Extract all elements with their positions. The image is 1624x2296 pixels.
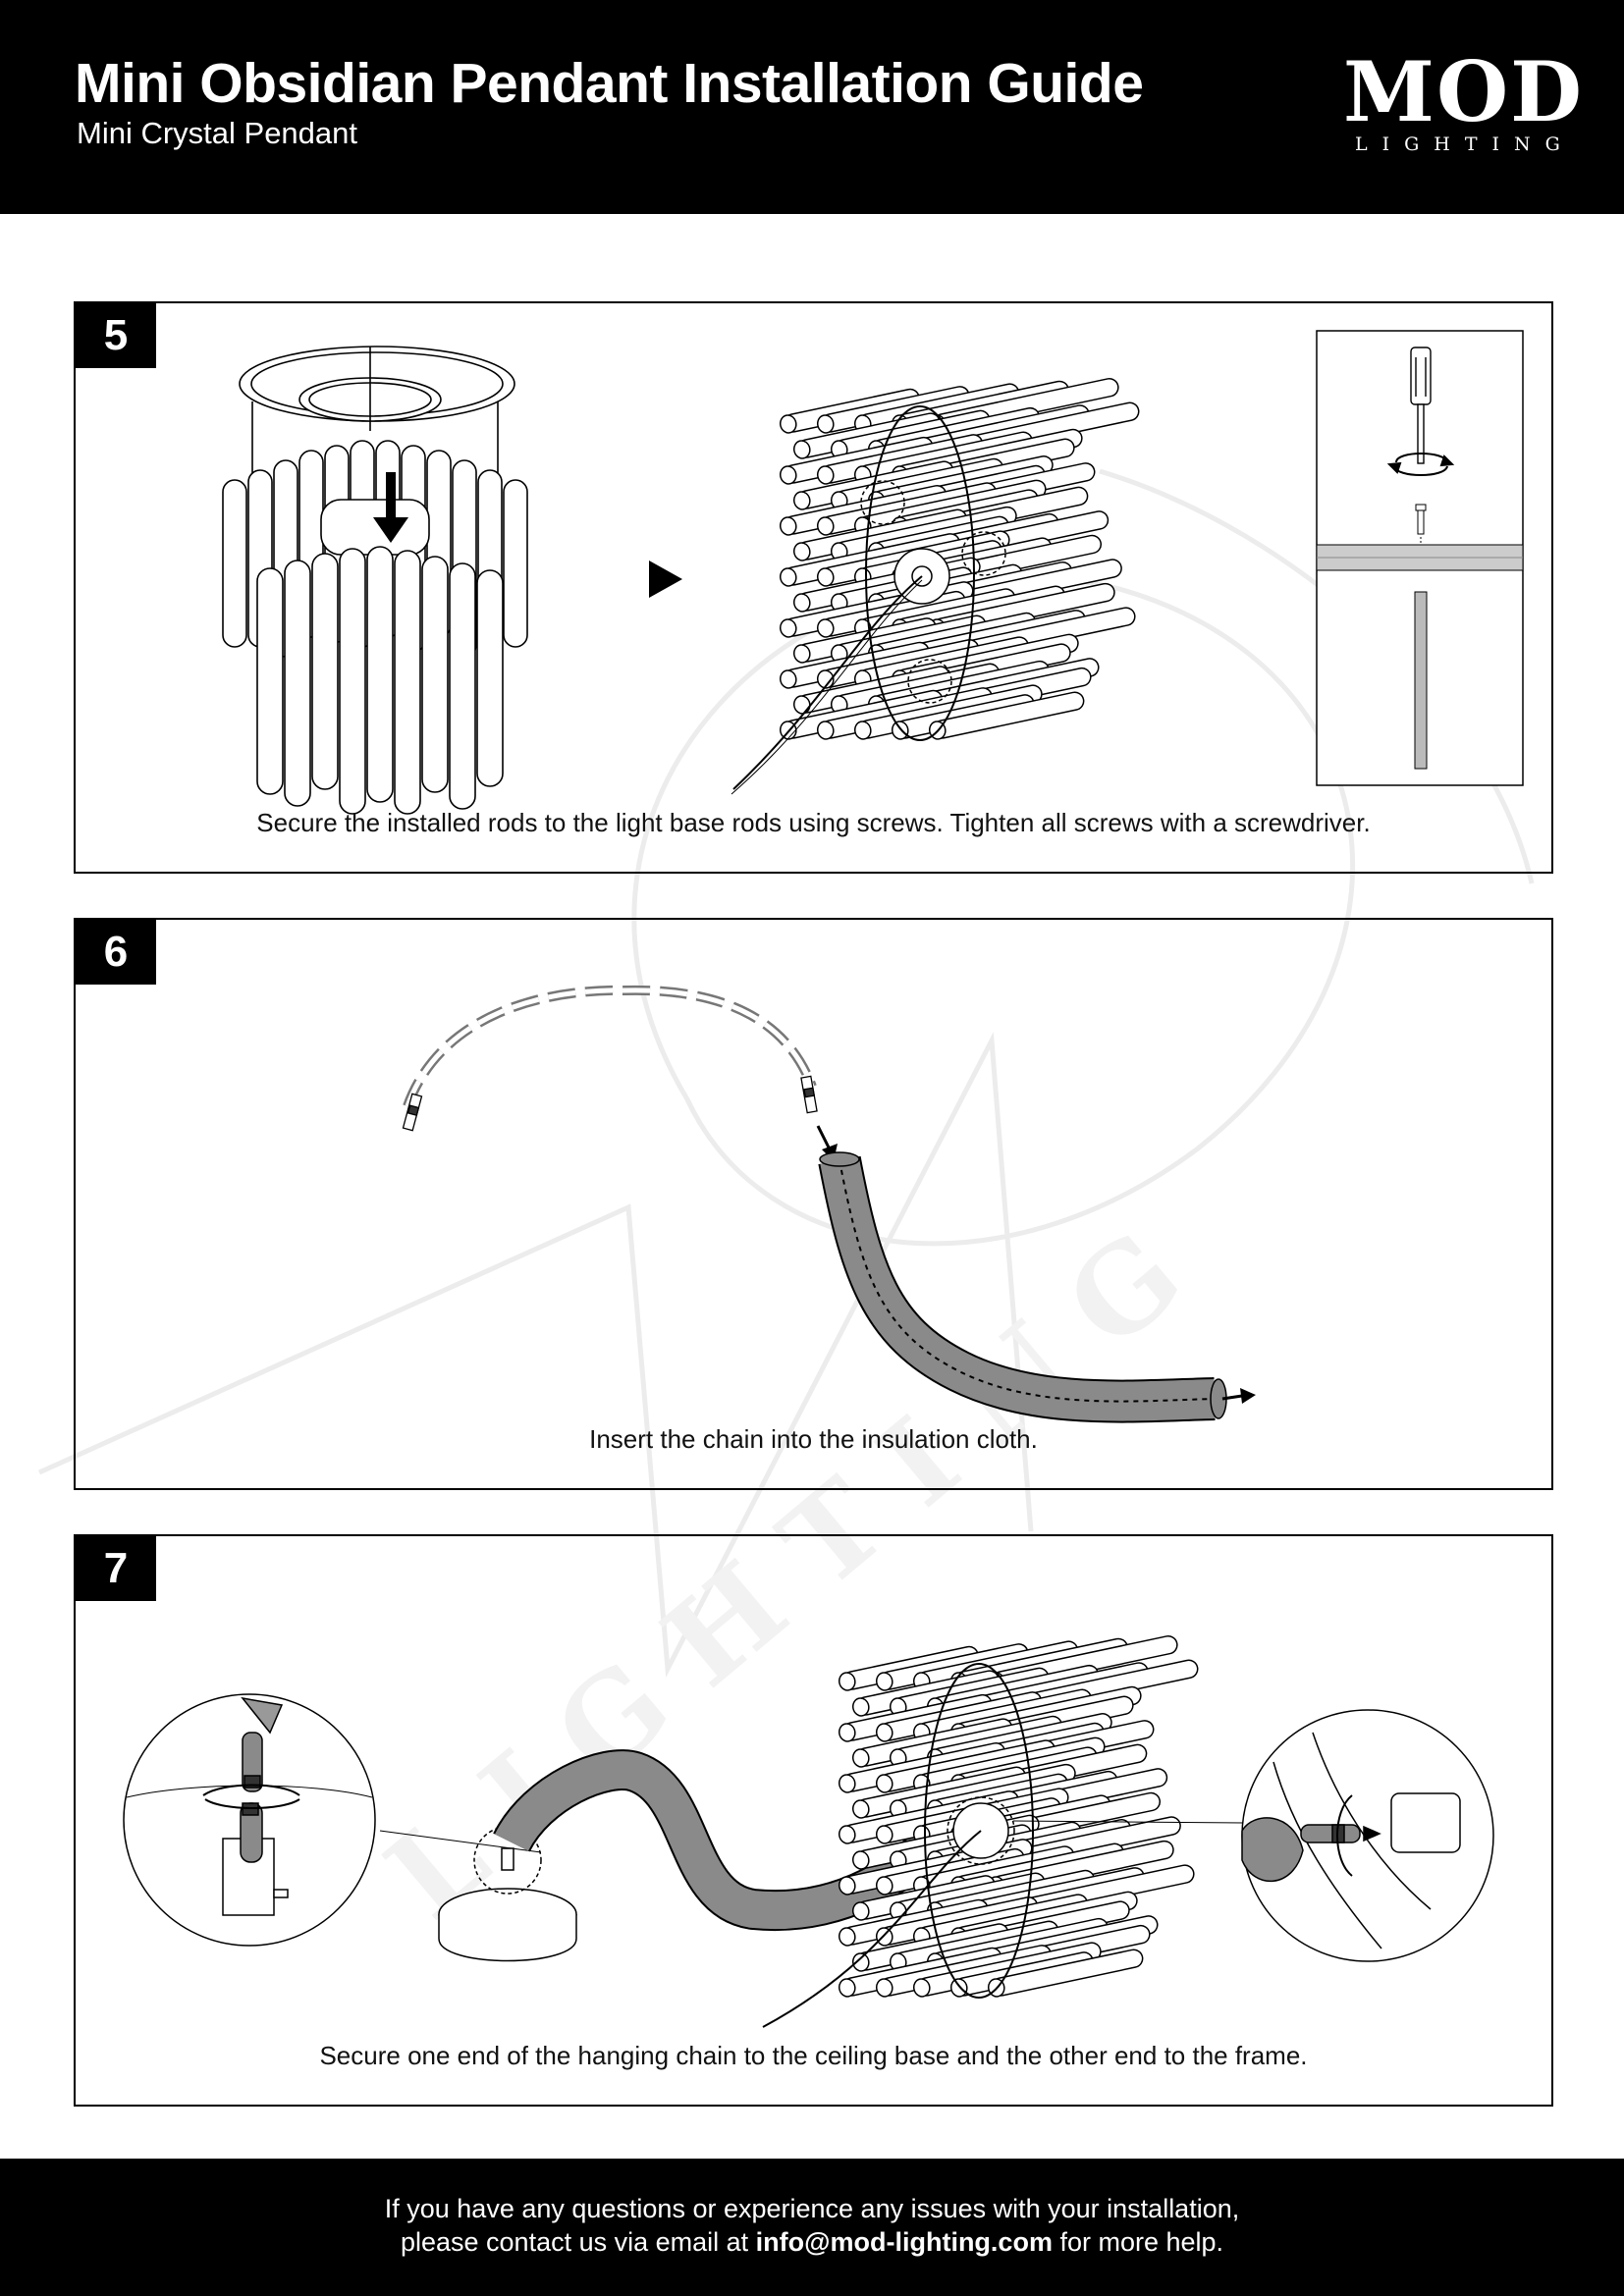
crystal-rod-end <box>853 721 872 740</box>
crystal-rod-end <box>816 618 835 638</box>
callout-line-right <box>1012 1820 1245 1824</box>
footer-line-2-suffix: for more help. <box>1052 2227 1224 2257</box>
logo-sub-text: LIGHTING <box>1355 133 1575 155</box>
footer-line-2: please contact us via email at info@mod-… <box>0 2225 1624 2259</box>
crystal-rod-end <box>792 593 811 613</box>
step-number: 6 <box>76 920 156 985</box>
crystal-rod-end <box>838 1774 856 1793</box>
frame-connection-detail <box>1241 1709 1494 1962</box>
footer-line-2-prefix: please contact us via email at <box>400 2227 756 2257</box>
crystal-rod-end <box>779 567 797 587</box>
exit-arrow-icon <box>1221 1388 1256 1404</box>
step-5-caption: Secure the installed rods to the light b… <box>256 808 1371 837</box>
crystal-rod-end <box>779 465 797 485</box>
crystal-rod-end <box>838 1723 856 1742</box>
chain-end-connector-left <box>402 1093 423 1132</box>
chain-end-connector-right <box>800 1075 818 1114</box>
crystal-rod-end <box>816 567 835 587</box>
crystal-rod-end <box>851 1850 870 1870</box>
crystal-rod-end <box>875 1825 893 1844</box>
crystal-rod-end <box>875 1774 893 1793</box>
step-7-panel: 7 <box>74 1534 1553 2107</box>
hanging-chain <box>403 985 817 1108</box>
step-6-illustration <box>402 985 1256 1423</box>
crystal-rod-end <box>816 721 835 740</box>
pendant-frame-with-rods <box>222 346 528 815</box>
screwdriver-icon <box>1410 347 1432 464</box>
pendant-frame-side <box>762 1635 1199 2028</box>
crystal-rod-end <box>816 414 835 434</box>
crystal-rod-end <box>779 669 797 689</box>
crystal-rod-end <box>792 542 811 561</box>
mod-lighting-logo: MOD LIGHTING <box>1343 43 1584 156</box>
crystal-rod-end <box>816 465 835 485</box>
crystal-rod-end <box>838 1927 856 1947</box>
crystal-rod-end <box>838 1876 856 1896</box>
pendant-side-view <box>731 378 1140 795</box>
page-title: Mini Obsidian Pendant Installation Guide <box>75 52 1144 115</box>
step-7-caption: Secure one end of the hanging chain to t… <box>319 2041 1308 2070</box>
step-5-illustration <box>222 330 1524 815</box>
crystal-rod-end <box>851 1697 870 1717</box>
step-number: 7 <box>76 1536 156 1601</box>
step-6-caption: Insert the chain into the insulation clo… <box>589 1424 1038 1454</box>
header-bar: Mini Obsidian Pendant Installation Guide… <box>0 0 1624 214</box>
crystal-rod-end <box>779 618 797 638</box>
crystal-rod-end <box>838 1978 856 1998</box>
down-arrow-icon <box>373 472 408 543</box>
ceiling-base <box>438 1826 577 1962</box>
ceiling-connection-detail <box>123 1693 376 1947</box>
crystal-rod-end <box>875 1927 893 1947</box>
crystal-rod-end <box>851 1748 870 1768</box>
step-number: 5 <box>76 303 156 368</box>
crystal-rod-end <box>851 1799 870 1819</box>
crystal-rod-end <box>875 1876 893 1896</box>
crystal-rod-end <box>838 1672 856 1691</box>
crystal-rod-end <box>875 1723 893 1742</box>
step-6-panel: 6 Insert the chain into the <box>74 918 1553 1490</box>
rotate-icon <box>1386 453 1455 476</box>
crystal-rod-end <box>792 491 811 510</box>
logo-main-text: MOD <box>1343 43 1584 140</box>
crystal-rod-end <box>891 721 909 740</box>
screw-icon <box>1415 504 1427 551</box>
crystal-rod-end <box>792 440 811 459</box>
crystal-rod-end <box>838 1825 856 1844</box>
crystal-rod-end <box>912 1978 931 1998</box>
crystal-rod-end <box>875 1978 893 1998</box>
footer-line-1: If you have any questions or experience … <box>384 2194 1240 2223</box>
insulation-cloth <box>818 1151 1227 1423</box>
step-7-illustration <box>123 1635 1494 2028</box>
crystal-rod-end <box>779 414 797 434</box>
next-arrow-icon <box>649 561 682 598</box>
crystal-rod-end <box>792 644 811 664</box>
crystal-rod-end <box>875 1672 893 1691</box>
page-subtitle: Mini Crystal Pendant <box>77 116 358 150</box>
crystal-rod-end <box>816 516 835 536</box>
crystal-rod-end <box>949 1978 968 1998</box>
support-email-link[interactable]: info@mod-lighting.com <box>755 2227 1053 2257</box>
step-5-panel: 5 <box>74 301 1553 874</box>
footer-bar: If you have any questions or experience … <box>0 2159 1624 2296</box>
crystal-rod-end <box>779 516 797 536</box>
screw-detail-inset <box>1316 330 1524 786</box>
crystal-rod-end <box>851 1901 870 1921</box>
